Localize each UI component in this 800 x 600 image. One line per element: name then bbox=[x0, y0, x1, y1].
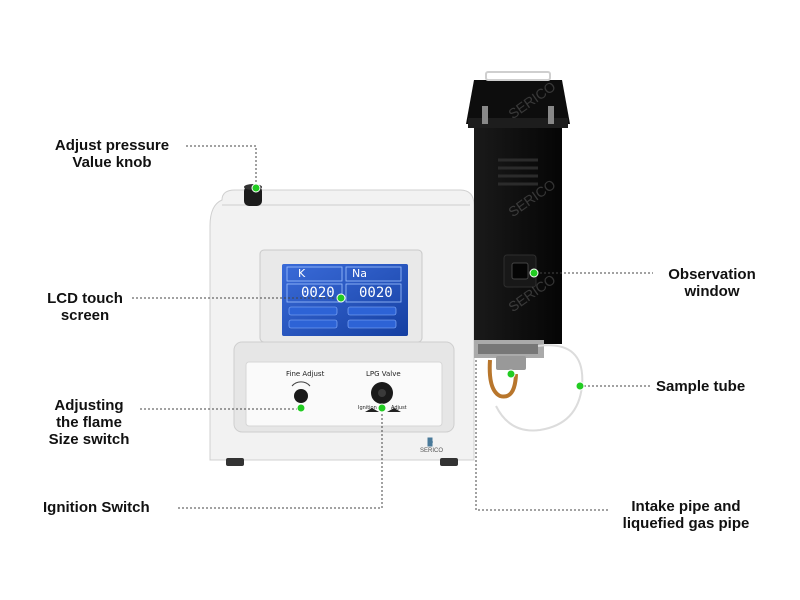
lcd-button-2 bbox=[347, 306, 397, 316]
callout-adjust-pressure: Adjust pressure Value knob bbox=[42, 137, 182, 171]
callout-markers bbox=[251, 183, 585, 413]
lcd-value-right: 0020 bbox=[359, 285, 393, 301]
callout-line: Value knob bbox=[72, 154, 152, 171]
marker-intake bbox=[506, 369, 516, 379]
callout-observation: Observation window bbox=[656, 266, 768, 300]
marker-adjust-pressure bbox=[251, 183, 261, 193]
foot-right bbox=[440, 458, 458, 466]
callout-line: Ignition Switch bbox=[43, 499, 150, 516]
lcd-tab-left-box bbox=[286, 266, 343, 282]
brand-name: SERICO bbox=[420, 448, 444, 454]
marker-ignition bbox=[377, 403, 387, 413]
lcd-value-right-box bbox=[345, 283, 402, 303]
lcd-tab-left: K bbox=[298, 267, 306, 280]
fine-adjust-knob bbox=[294, 389, 308, 403]
sample-tube-line bbox=[495, 344, 584, 432]
lcd-button-3 bbox=[288, 319, 338, 329]
marker-observation bbox=[529, 268, 539, 278]
callout-line: Intake pipe and bbox=[631, 498, 741, 515]
callout-ignition: Ignition Switch bbox=[43, 499, 150, 516]
callout-line: Observation bbox=[668, 266, 756, 283]
panel-label-adjust: Adjust bbox=[391, 405, 407, 411]
callout-line: Size switch bbox=[48, 431, 130, 448]
callout-line: the flame bbox=[56, 414, 122, 431]
panel-label-ignition: Ignition bbox=[358, 405, 377, 411]
leader-ignition bbox=[178, 409, 383, 509]
lcd-tab-right-box bbox=[345, 266, 402, 282]
callout-line: Adjust pressure bbox=[54, 137, 170, 154]
panel-label-lpg-valve: LPG Valve bbox=[366, 370, 401, 378]
lcd-value-left-box bbox=[286, 283, 343, 303]
intake-pipe bbox=[487, 359, 518, 399]
control-panel-face bbox=[245, 361, 443, 427]
marker-flame-size bbox=[296, 403, 306, 413]
callout-line: window bbox=[684, 283, 740, 300]
leader-intake bbox=[475, 360, 608, 511]
lcd-button-1 bbox=[288, 306, 338, 316]
marker-sample-tube bbox=[575, 381, 585, 391]
callout-line: liquefied gas pipe bbox=[622, 515, 750, 532]
lcd-tab-right: Na bbox=[352, 267, 367, 280]
callout-flame-size: Adjusting the flame Size switch bbox=[40, 397, 138, 448]
chimney-vents bbox=[498, 158, 538, 186]
leader-adjust-pressure bbox=[186, 145, 257, 187]
callout-intake-pipe: Intake pipe and liquefied gas pipe bbox=[606, 498, 766, 532]
chimney-handle bbox=[485, 71, 551, 81]
callout-line: Sample tube bbox=[656, 378, 746, 395]
lcd-button-4 bbox=[347, 319, 397, 329]
lcd-value-left: 0020 bbox=[301, 285, 335, 301]
callout-lcd-screen: LCD touch screen bbox=[40, 290, 130, 324]
leader-lines bbox=[132, 145, 653, 511]
chimney-body bbox=[474, 128, 562, 344]
chimney-cap bbox=[466, 80, 570, 124]
panel-label-fine-adjust: Fine Adjust bbox=[286, 370, 325, 378]
foot-left bbox=[226, 458, 244, 466]
marker-lcd bbox=[336, 293, 346, 303]
callout-sample-tube: Sample tube bbox=[656, 378, 745, 395]
brand-logo-icon bbox=[427, 437, 433, 447]
callout-line: LCD touch bbox=[47, 290, 123, 307]
callout-line: Adjusting bbox=[54, 397, 124, 414]
callout-line: screen bbox=[60, 307, 110, 324]
